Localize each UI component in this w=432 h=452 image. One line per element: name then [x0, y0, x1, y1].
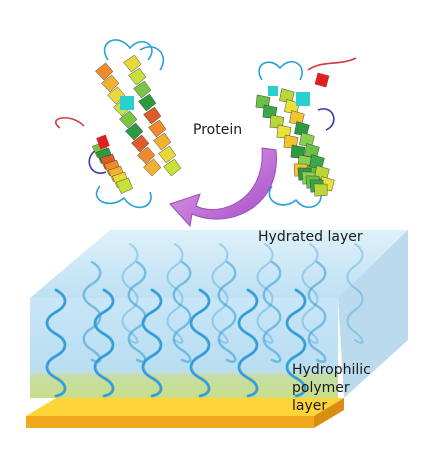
polymer-chain [121, 243, 139, 344]
helix-segment [115, 177, 133, 194]
polymer-layer-label-line2: polymer [292, 380, 350, 396]
polymer-chain [166, 243, 184, 344]
polymer-layer-label-line3: layer [292, 398, 327, 414]
helix-segment [107, 86, 126, 105]
polymer-chain [141, 288, 163, 398]
helix-segment [125, 122, 144, 141]
polymer-chain [211, 243, 229, 344]
helix-segment [138, 93, 157, 112]
helix-segment [153, 132, 172, 151]
helix-segment [143, 158, 162, 177]
helix-segment [148, 119, 167, 138]
helix-segment [131, 134, 150, 153]
helix-segment [158, 145, 177, 164]
polymer-chain [346, 243, 364, 344]
substrate [26, 398, 344, 428]
hydrated-layer-label: Hydrated layer [258, 229, 363, 245]
polymer-chain [82, 260, 102, 363]
polymer-chain [307, 260, 327, 363]
polymer-chain [285, 288, 307, 398]
polymer-chains [45, 243, 364, 398]
helix-segment [95, 62, 114, 81]
helix-segment [137, 146, 156, 165]
helix-segment [313, 183, 328, 197]
left-protein-icon [55, 39, 182, 209]
polymer-chain [256, 243, 274, 344]
helix-segment [133, 80, 152, 99]
curved-arrow-icon [169, 147, 277, 228]
hydrated-layer-box [30, 230, 408, 398]
helix-segment [163, 158, 182, 177]
protein-label: Protein [193, 122, 242, 138]
polymer-chain [45, 288, 67, 398]
helix-segment [119, 110, 138, 129]
polymer-chain [217, 260, 237, 363]
polymer-chain [189, 288, 211, 398]
polymer-chain [93, 288, 115, 398]
polymer-chain [172, 260, 192, 363]
helix-segment [101, 74, 120, 93]
helix-segment [123, 54, 142, 73]
right-protein-icon [255, 57, 357, 209]
polymer-chain [262, 260, 282, 363]
polymer-chain [237, 288, 259, 398]
polymer-layer-label-line1: Hydrophilic [292, 362, 371, 378]
helix-segment [128, 67, 147, 86]
polymer-chain [301, 243, 319, 344]
helix-segment [143, 106, 162, 125]
